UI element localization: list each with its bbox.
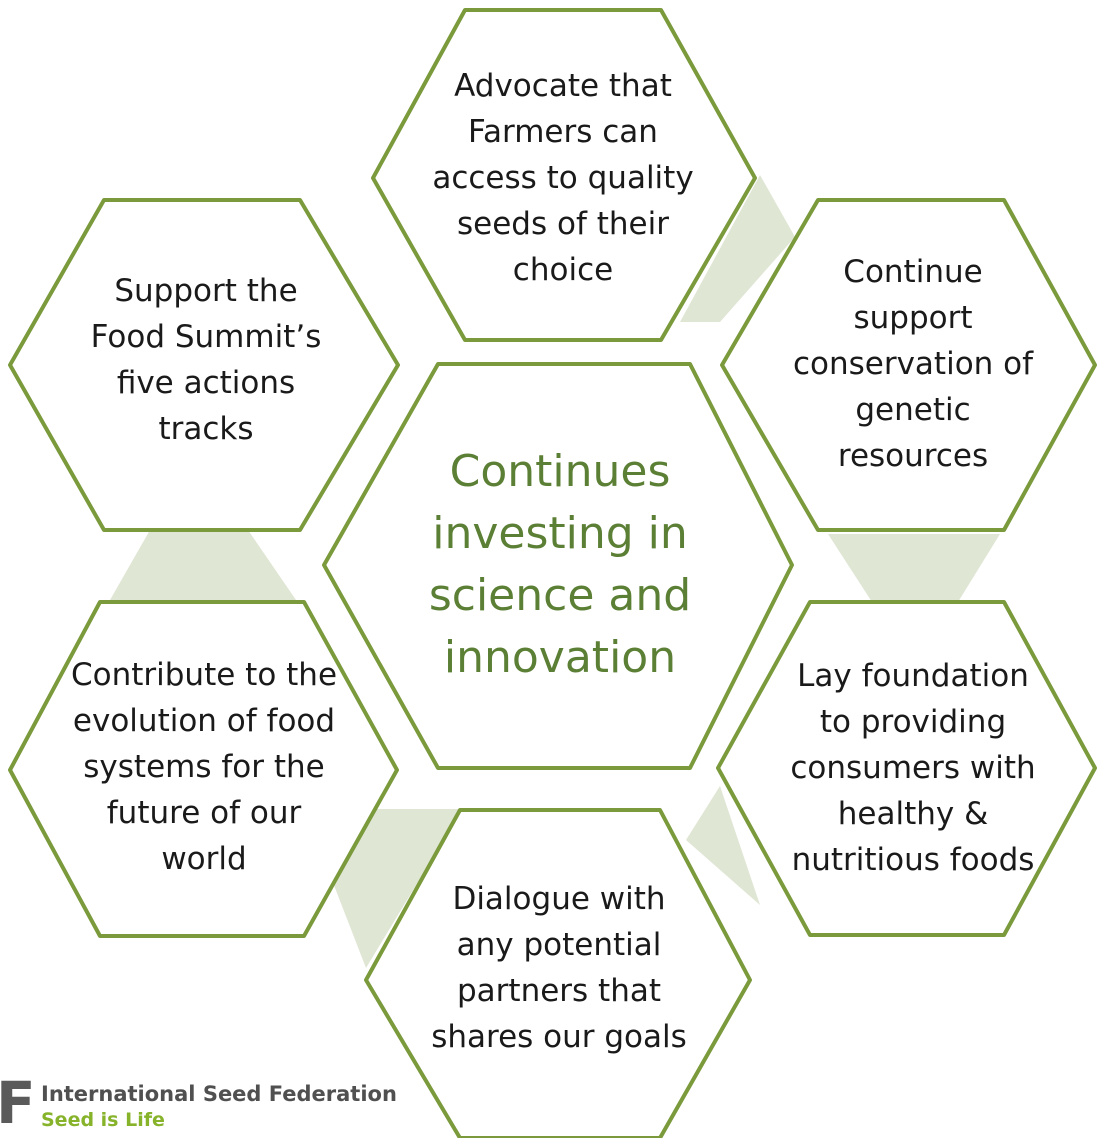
- logo-name: International Seed Federation: [41, 1082, 397, 1106]
- logo-tagline: Seed is Life: [41, 1109, 165, 1131]
- connector-lower-left-upper-left: [110, 530, 296, 600]
- hexagon-center: [322, 362, 794, 770]
- node-lower-left-label: Contribute to the evolution of food syst…: [70, 657, 338, 877]
- logo-mark: F: [0, 1069, 36, 1137]
- connector-upper-right-lower-right: [828, 534, 1000, 602]
- center-label: Continues investing in science and innov…: [428, 446, 692, 683]
- connector-bottom-lower-left: [330, 809, 462, 968]
- connector-lower-right-bottom: [686, 786, 760, 905]
- hexagon-top: [371, 8, 757, 342]
- node-upper-right-label: Continue support conservation of genetic…: [792, 254, 1034, 474]
- hexagon-bottom: [364, 808, 752, 1138]
- node-upper-left-label: Support the Food Summit’s five actions t…: [90, 273, 322, 447]
- hexagon-upper-left: [8, 198, 400, 532]
- node-lower-right-label: Lay foundation to providing consumers wi…: [790, 658, 1036, 878]
- hexagons: [8, 8, 1097, 1138]
- node-bottom-label: Dialogue with any potential partners tha…: [431, 881, 687, 1055]
- connector-top-upper-right: [680, 175, 795, 322]
- connector-wedges: [110, 175, 1000, 968]
- hexagon-lower-right: [716, 600, 1097, 937]
- node-top-label: Advocate that Farmers can access to qual…: [432, 68, 694, 288]
- hexagon-upper-right: [720, 198, 1097, 532]
- hexagon-lower-left: [8, 600, 399, 938]
- isf-logo: F International Seed Federation Seed is …: [0, 1058, 400, 1138]
